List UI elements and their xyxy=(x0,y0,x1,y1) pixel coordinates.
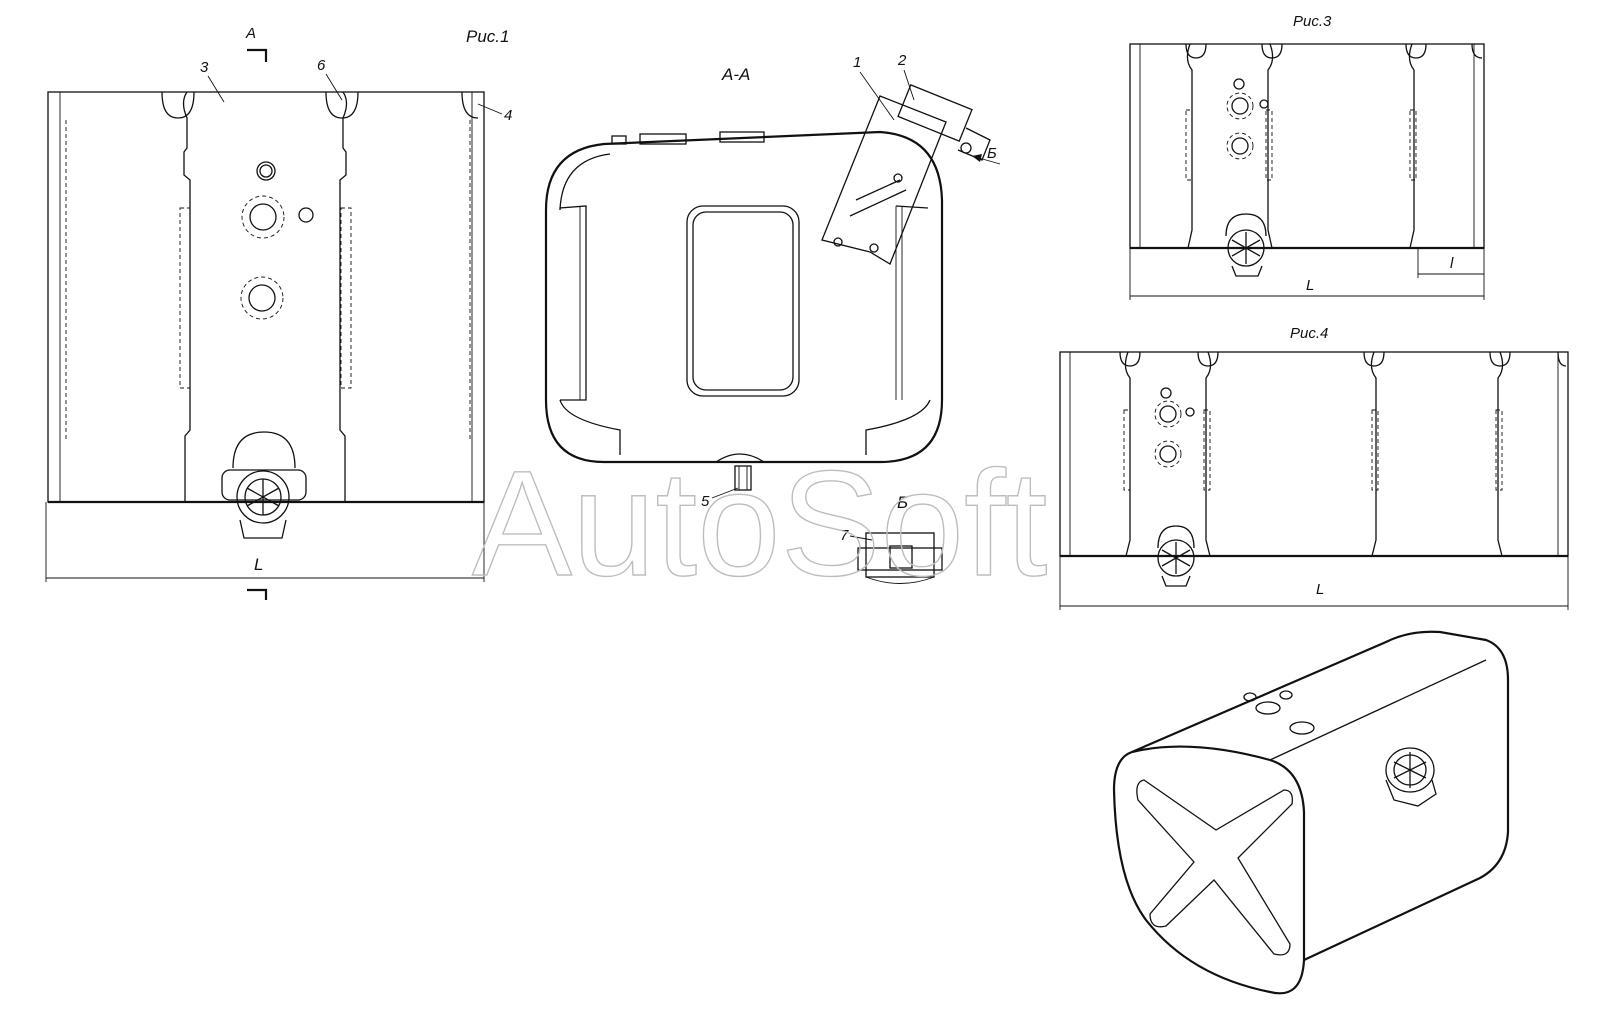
dimension-l-fig3: l xyxy=(1450,255,1454,272)
figure-3-side-view: Рис.3 L l xyxy=(1129,13,1485,300)
view-b-arrow-letter: Б xyxy=(987,145,997,162)
detail-b-view: Б 7 xyxy=(840,493,943,584)
callout-7: 7 xyxy=(840,527,849,544)
figure-4-side-view: Рис.4 L xyxy=(1059,325,1569,610)
tank-end-face xyxy=(1112,745,1306,995)
tank-body-fig3 xyxy=(1129,43,1485,249)
fuel-sender-port xyxy=(249,203,277,231)
callout-1: 1 xyxy=(853,54,861,71)
tank-body-outline xyxy=(47,91,485,503)
figure-3-label: Рис.3 xyxy=(1293,13,1332,30)
tank-cross-section xyxy=(544,130,944,464)
figure-1-side-view: Рис.1 А xyxy=(45,25,512,600)
callout-6: 6 xyxy=(317,57,326,74)
dimension-L-fig4: L xyxy=(1316,581,1324,598)
section-a-a-title: А-А xyxy=(721,65,750,84)
callout-2: 2 xyxy=(897,52,907,69)
section-mark-top-letter: А xyxy=(245,25,256,42)
section-mark-top xyxy=(247,48,268,62)
baffle-window-inner xyxy=(692,211,794,391)
tank-body-fig4 xyxy=(1059,351,1569,557)
detail-b-title: Б xyxy=(897,493,908,512)
callout-3: 3 xyxy=(200,59,209,76)
figure-1-label: Рис.1 xyxy=(466,27,509,46)
callout-4: 4 xyxy=(504,107,512,124)
filler-cap xyxy=(236,470,290,524)
section-a-a-view: А-А 1 2 Б xyxy=(544,52,1001,510)
figure-4-label: Рис.4 xyxy=(1290,325,1328,342)
dimension-L-fig1: L xyxy=(254,555,263,574)
filler-neck-bracket xyxy=(821,95,947,265)
dimension-L-fig3: L xyxy=(1306,277,1314,294)
tank-face-stiffener xyxy=(1136,779,1293,956)
drain-port xyxy=(248,284,276,312)
filler-neck xyxy=(897,84,973,142)
tank-body-edges xyxy=(1131,630,1510,961)
iso-filler-cap xyxy=(1385,747,1435,793)
isometric-tank-view xyxy=(1112,630,1510,995)
vent-port xyxy=(256,161,276,181)
baffle-window-outer xyxy=(686,205,800,397)
callout-5: 5 xyxy=(701,493,710,510)
clip-detail xyxy=(865,532,935,578)
section-mark-bottom xyxy=(247,588,268,600)
autosoft-watermark: AutoSoft xyxy=(472,439,1047,607)
drain-plug xyxy=(734,465,752,491)
